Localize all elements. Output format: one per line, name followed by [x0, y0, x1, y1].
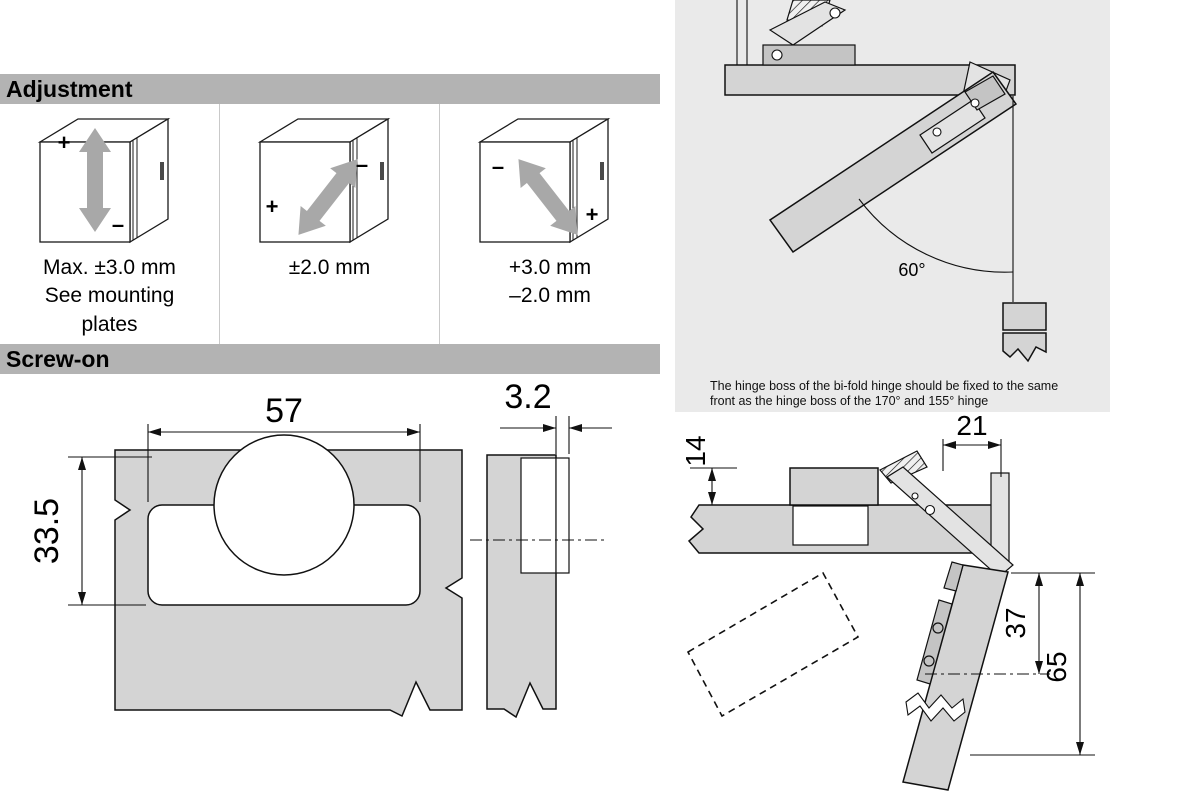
arrowhead [543, 424, 556, 432]
door-hinge [919, 75, 1006, 154]
minus-label: – [492, 154, 504, 179]
hinge-boss [916, 599, 953, 685]
arrowhead [148, 428, 161, 436]
front-cross-section-broken [1002, 332, 1047, 363]
hinge-arm [886, 466, 1014, 578]
cabinet-diagram-height: + – [37, 117, 171, 244]
adjustment-caption-side: ±2.0 mm [288, 256, 371, 279]
dim-width-label: 57 [265, 392, 303, 430]
hinge-cup [943, 561, 964, 592]
dim-65-label: 65 [1041, 651, 1072, 682]
cabinet-box [37, 117, 171, 244]
cam-screw [911, 492, 919, 500]
dim-21: 21 [942, 415, 1002, 477]
arrowhead [1076, 742, 1084, 755]
adjustment-header: Adjustment [0, 74, 660, 104]
pivot-pin [970, 98, 980, 108]
front-cross-section [1002, 302, 1047, 331]
corner-section: 14 21 37 65 [675, 415, 1200, 800]
adjustment-caption-depth: +3.0 mm –2.0 mm [508, 256, 592, 308]
mounting-plate-block [789, 467, 879, 506]
plate-flange [555, 457, 570, 574]
plus-label: + [586, 202, 599, 227]
cup-recess [792, 505, 869, 546]
adjustment-cell-side: + – ±2.0 mm [220, 104, 440, 344]
depth-adjustment-arrow [518, 159, 578, 235]
minus-label: – [112, 212, 124, 237]
angle-arc [858, 198, 1014, 273]
hinge-cup-circle [213, 434, 355, 576]
side-adjustment-arrow [298, 159, 358, 235]
adjustment-cell-height: + – Max. ±3.0 mm See mounting plates [0, 104, 220, 344]
dim-width-57: 57 [147, 392, 421, 502]
pivot-pin [932, 127, 942, 137]
cabinet-box [477, 117, 611, 244]
adjustment-title: Adjustment [6, 76, 133, 102]
hinge-arm [768, 1, 847, 46]
cabinet-diagram-side: + – [257, 117, 391, 244]
arrowhead [407, 428, 420, 436]
cabinet-diagram-depth: – + [477, 117, 611, 244]
dim-65: 65 [970, 573, 1095, 756]
hinge-base [762, 44, 856, 66]
pivot-pin [771, 49, 783, 61]
minus-label: – [356, 152, 368, 177]
adjustment-grid: + – Max. ±3.0 mm See mounting plates [0, 104, 660, 344]
arrowhead [708, 468, 716, 481]
adjustment-cell-depth: – + +3.0 mm –2.0 mm [440, 104, 660, 344]
dim-37: 37 [1000, 572, 1095, 674]
screwon-title: Screw-on [6, 346, 110, 372]
screwon-header: Screw-on [0, 344, 660, 374]
bifold-diagram: 60° [724, 0, 1047, 363]
cabinet-front-face [39, 141, 131, 243]
bifold-section: 60° The hinge boss of the bi-fold hinge … [675, 0, 1110, 412]
door-handle [600, 162, 604, 180]
corner-diagram: 14 21 37 65 [680, 415, 1095, 791]
arrowhead [78, 592, 86, 605]
adjustment-caption-height: Max. ±3.0 mm See mounting plates [43, 256, 176, 336]
door-handle [380, 162, 384, 180]
dim-14-label: 14 [680, 435, 711, 466]
hinge-note: The hinge boss of the bi-fold hinge shou… [710, 379, 1059, 409]
front-blocks [1002, 302, 1047, 363]
arrowhead [569, 424, 582, 432]
arrowhead [1076, 573, 1084, 586]
arrowhead [1035, 661, 1043, 674]
height-adjustment-arrow [79, 128, 111, 232]
dim-37-label: 37 [1000, 607, 1031, 638]
door-break [905, 692, 966, 722]
left-section: Adjustment + – Ma [0, 74, 660, 719]
angle-label: 60° [898, 260, 925, 280]
boss-screw-circle [932, 622, 944, 634]
pivot-pin [829, 7, 841, 19]
top-hinge [762, 0, 856, 66]
dim-height-label: 33.5 [28, 498, 66, 564]
plus-label: + [266, 194, 279, 219]
plus-label: + [58, 130, 71, 155]
cabinet-box [257, 117, 391, 244]
arrowhead [78, 457, 86, 470]
door-handle [160, 162, 164, 180]
arrowhead [943, 441, 956, 449]
boss-screw-circle [923, 655, 935, 667]
plate-side-profile [520, 457, 557, 574]
dim-thickness-label: 3.2 [504, 378, 551, 416]
arrowhead [708, 492, 716, 505]
arrowhead [1035, 573, 1043, 586]
dim-14: 14 [680, 435, 737, 505]
arrowhead [988, 441, 1001, 449]
dim-21-label: 21 [956, 415, 987, 441]
hinge-plate [919, 99, 986, 154]
dim-thickness-3-2: 3.2 [500, 378, 612, 454]
dashed-door-outline [686, 571, 860, 718]
dim-height-33-5: 33.5 [28, 456, 152, 606]
cam-screw [924, 504, 936, 516]
screwon-drawing: 57 33.5 3.2 [28, 378, 612, 719]
